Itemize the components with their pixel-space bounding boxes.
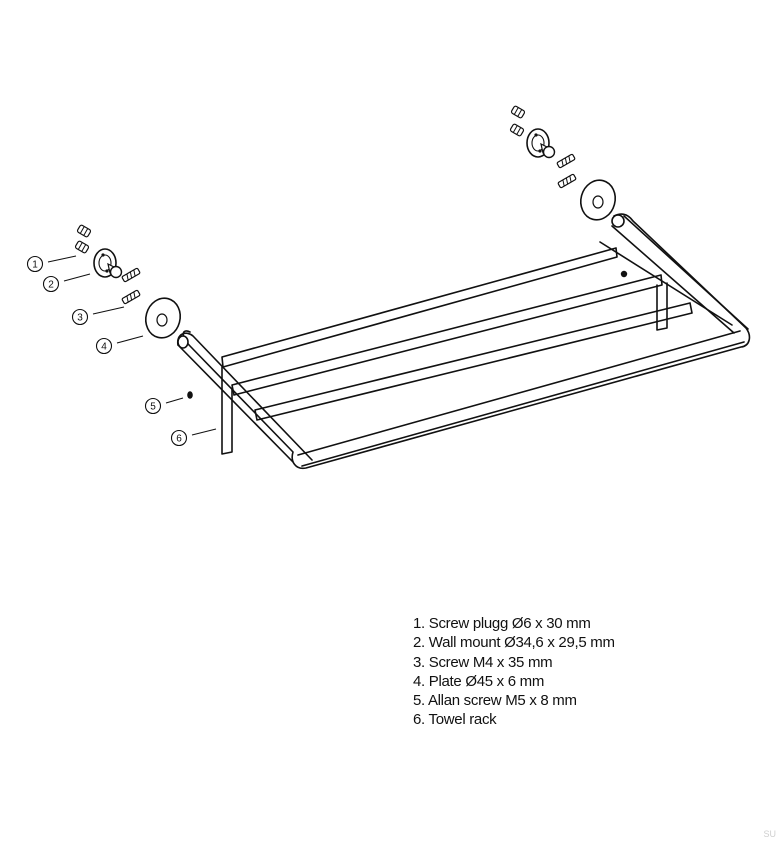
allan-screw-icon <box>187 391 193 399</box>
screw-icon <box>121 289 141 305</box>
plate-icon <box>144 297 182 339</box>
parts-list-item: 1. Screw plugg Ø6 x 30 mm <box>413 615 591 632</box>
wall-mount-icon <box>93 248 123 279</box>
plate-icon <box>579 179 617 221</box>
callout-5: 5 <box>144 397 184 415</box>
wall-mount-icon <box>526 128 556 159</box>
right-hardware <box>509 104 617 221</box>
callout-3-number: 3 <box>77 313 83 324</box>
corner-mark: SU <box>763 829 776 839</box>
screw-plug-icon <box>510 104 526 120</box>
callout-6: 6 <box>170 428 217 447</box>
callout-1-number: 1 <box>32 260 38 271</box>
parts-list-item: 4. Plate Ø45 x 6 mm <box>413 672 545 690</box>
callout-2: 2 <box>42 273 91 293</box>
left-hardware <box>74 223 193 399</box>
parts-list-item: 5. Allan screw M5 x 8 mm <box>413 692 577 710</box>
parts-list: 1. Screw plugg Ø6 x 30 mm 2. Wall mount … <box>413 614 615 730</box>
callout-3: 3 <box>71 306 125 326</box>
screw-plug-icon <box>76 223 92 239</box>
screw-icon <box>121 267 141 283</box>
callout-1: 1 <box>26 255 77 273</box>
parts-list-item: 6. Towel rack <box>413 711 497 729</box>
screw-icon <box>557 173 577 189</box>
parts-list-item: 2. Wall mount Ø34,6 x 29,5 mm <box>413 634 615 652</box>
parts-list-item: 3. Screw M4 x 35 mm <box>413 653 553 671</box>
towel-rack-icon <box>176 213 751 470</box>
callout-2-number: 2 <box>48 280 54 291</box>
screw-icon <box>556 153 576 169</box>
screw-plug-icon <box>74 239 90 255</box>
callout-4: 4 <box>95 335 144 355</box>
callout-4-number: 4 <box>101 342 107 353</box>
screw-plug-icon <box>509 122 525 138</box>
callout-6-number: 6 <box>176 434 182 445</box>
callout-5-number: 5 <box>150 402 156 413</box>
